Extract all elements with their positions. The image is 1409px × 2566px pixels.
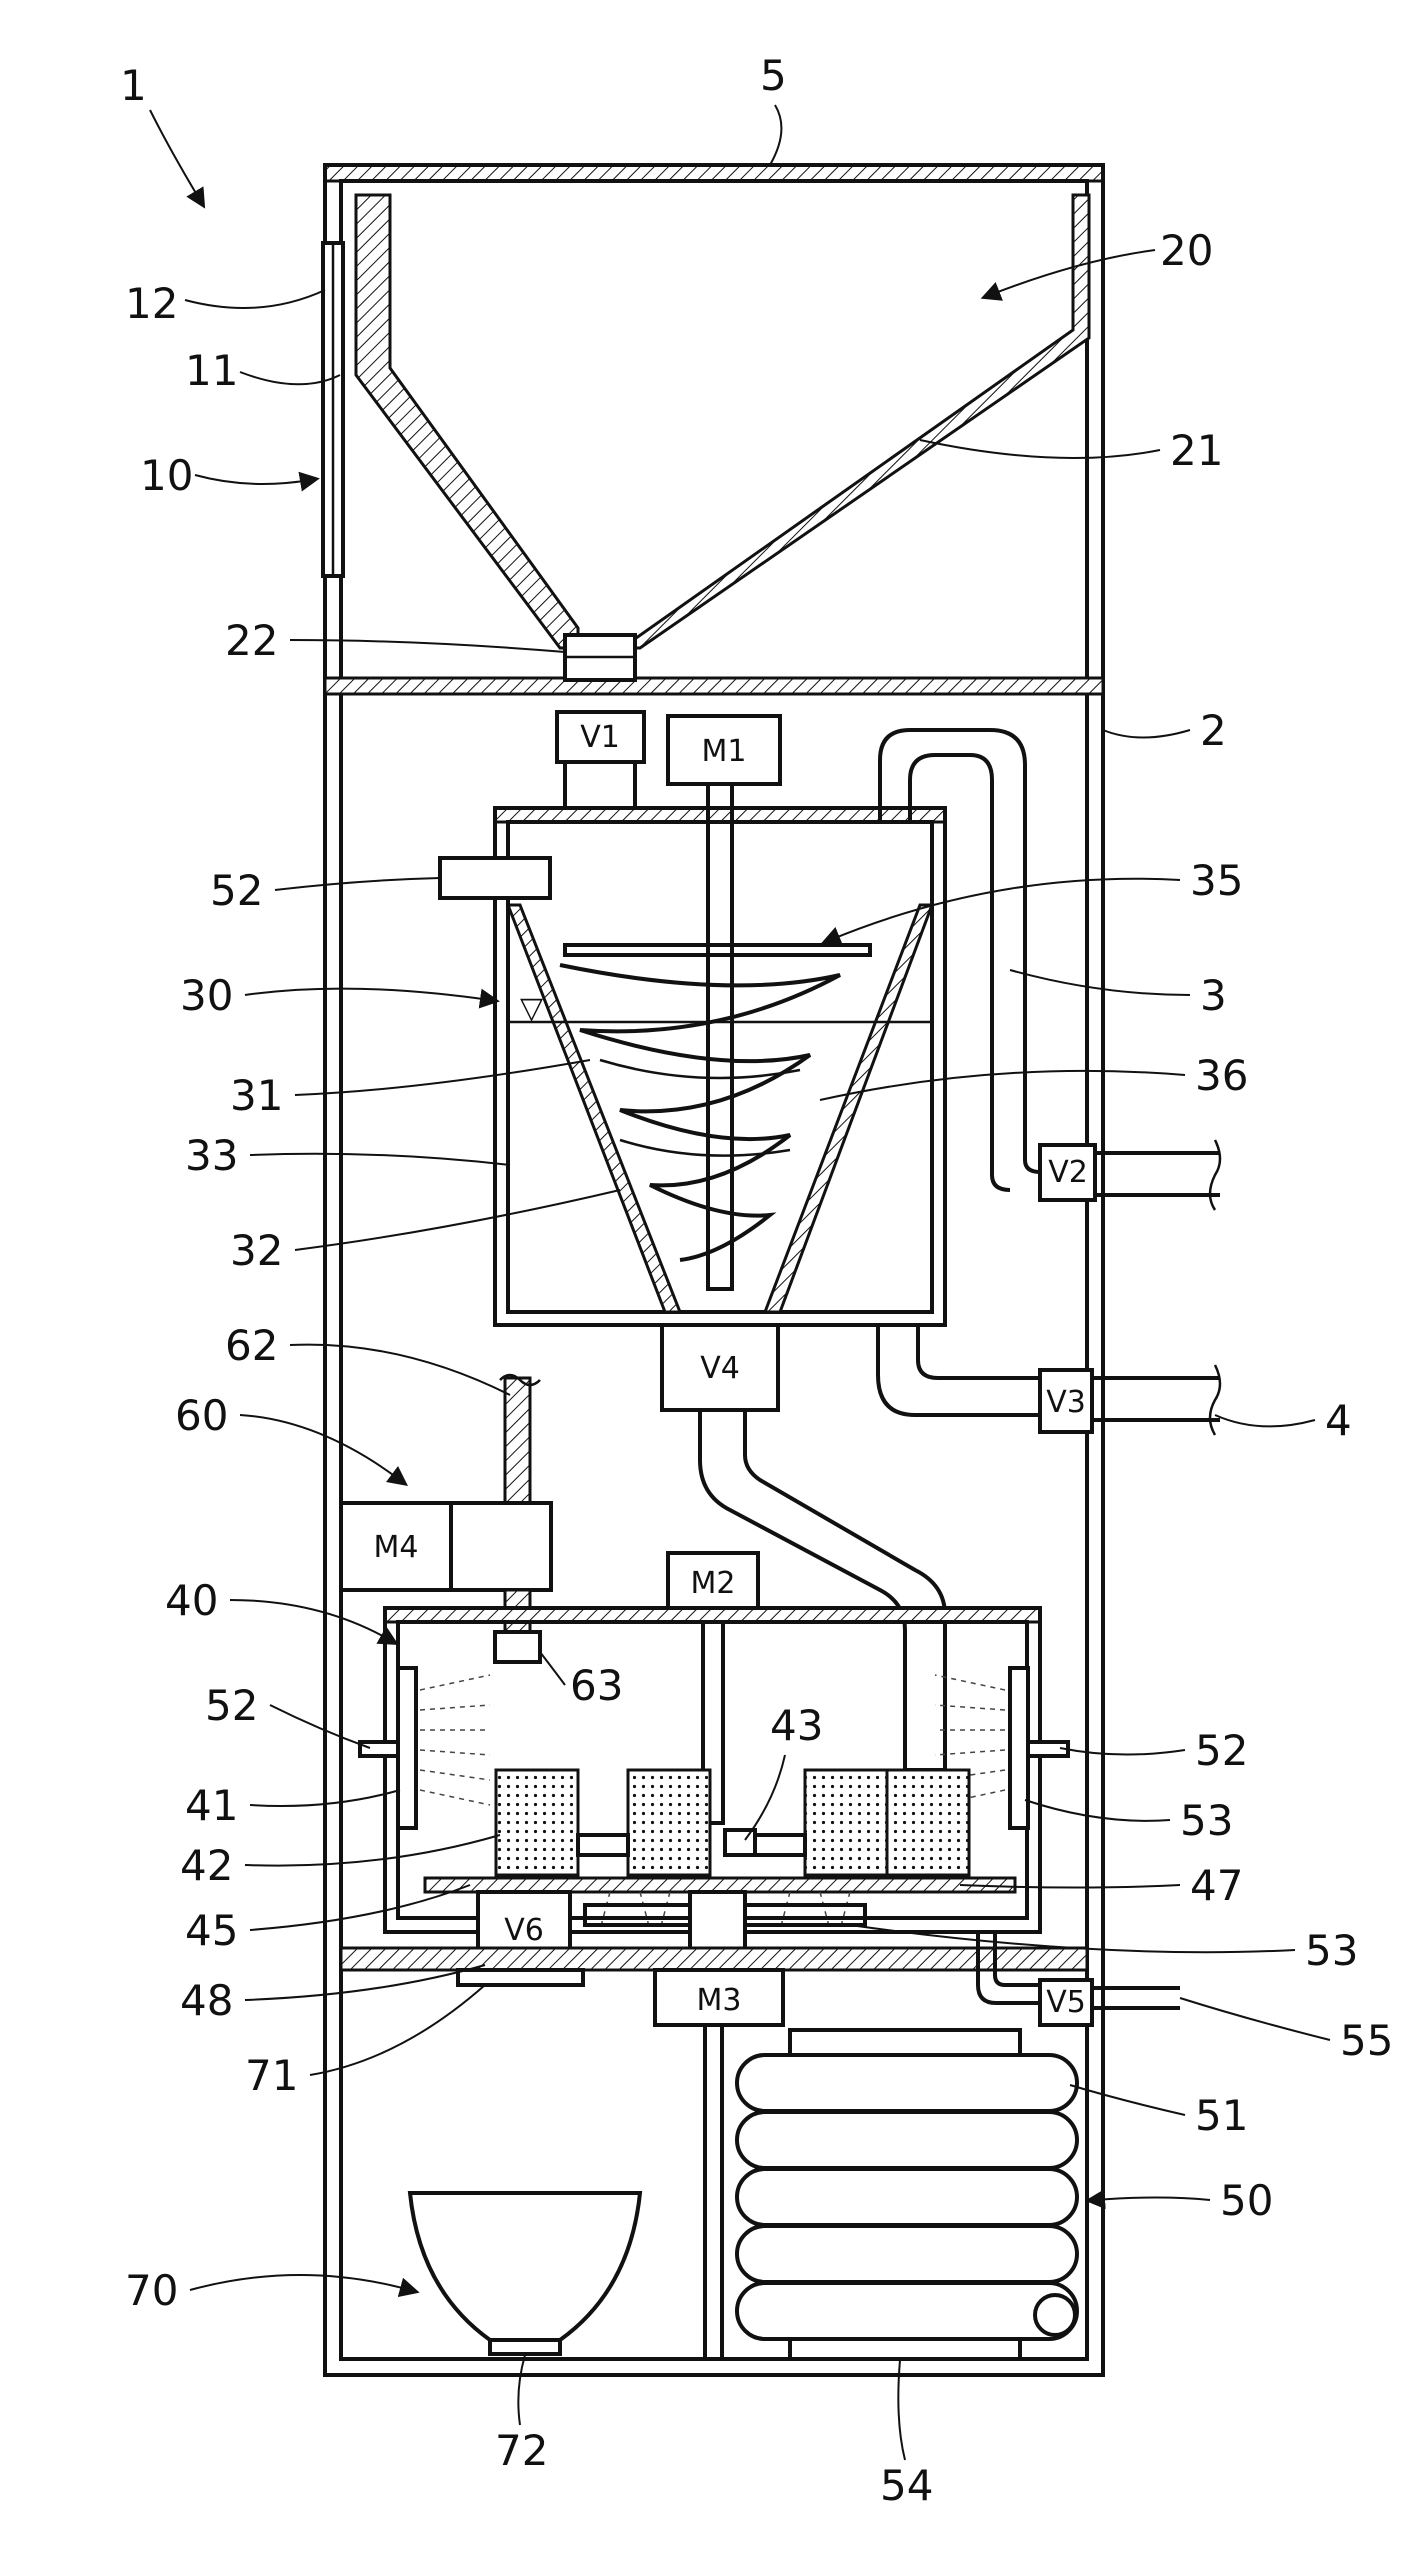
label-63: 63 [570, 1661, 623, 1710]
label-60: 60 [175, 1391, 228, 1440]
label-70: 70 [125, 2266, 178, 2315]
door-panel [321, 241, 345, 578]
label-51: 51 [1195, 2091, 1248, 2140]
label-35: 35 [1190, 856, 1243, 905]
pipe-3: V2 [878, 728, 1222, 1211]
valve-v1: V1 [555, 710, 646, 824]
label-2: 2 [1200, 706, 1227, 755]
valve-v3-text: V3 [1046, 1385, 1086, 1420]
grinding-unit: M4 [339, 1373, 553, 1664]
label-47: 47 [1190, 1861, 1243, 1910]
label-48: 48 [180, 1976, 233, 2025]
label-5: 5 [760, 51, 787, 100]
label-30: 30 [180, 971, 233, 1020]
cup [407, 2191, 643, 2356]
label-36: 36 [1195, 1051, 1248, 1100]
reference-labels: 1 5 12 11 10 20 21 22 2 52 35 30 3 31 36… [120, 51, 1393, 2510]
coil [735, 2053, 1079, 2341]
svg-text:▽: ▽ [520, 991, 543, 1026]
valve-v6-text: V6 [504, 1913, 544, 1948]
label-55: 55 [1340, 2016, 1393, 2065]
label-62: 62 [225, 1321, 278, 1370]
label-31: 31 [230, 1071, 283, 1120]
label-40: 40 [165, 1576, 218, 1625]
label-21: 21 [1170, 426, 1223, 475]
label-12: 12 [125, 279, 178, 328]
extraction-tank: ▽ [438, 782, 947, 1327]
label-20: 20 [1160, 226, 1213, 275]
label-32: 32 [230, 1226, 283, 1275]
label-52c: 52 [1195, 1726, 1248, 1775]
motor-m1-text: M1 [702, 734, 747, 769]
valve-v4-text: V4 [700, 1351, 740, 1386]
label-72: 72 [495, 2426, 548, 2475]
pipe-4: V3 [876, 1325, 1222, 1436]
valve-v5: V5 [976, 1930, 1180, 2027]
hopper [354, 193, 1091, 682]
label-43: 43 [770, 1701, 823, 1750]
base-plate: M3 [339, 1946, 1089, 2359]
label-3: 3 [1200, 971, 1227, 1020]
label-53b: 53 [1305, 1926, 1358, 1975]
housing [323, 163, 1105, 2377]
label-54: 54 [880, 2461, 933, 2510]
motor-m2-text: M2 [691, 1566, 736, 1601]
label-42: 42 [180, 1841, 233, 1890]
valve-v1-text: V1 [580, 720, 620, 755]
motor-m1: M1 [666, 714, 782, 786]
motor-m4-text: M4 [374, 1530, 419, 1565]
valve-v4: V4 [660, 1323, 947, 1772]
label-4: 4 [1325, 1396, 1352, 1445]
label-52a: 52 [210, 866, 263, 915]
motor-m3-text: M3 [697, 1983, 742, 2018]
label-10: 10 [140, 451, 193, 500]
label-50: 50 [1220, 2176, 1273, 2225]
label-22: 22 [225, 616, 278, 665]
label-71: 71 [245, 2051, 298, 2100]
spray-lines-left [419, 1674, 491, 1806]
valve-v2-text: V2 [1048, 1155, 1088, 1190]
valve-v5-text: V5 [1046, 1985, 1086, 2020]
label-52b: 52 [205, 1681, 258, 1730]
label-11: 11 [185, 346, 238, 395]
label-41: 41 [185, 1781, 238, 1830]
water-heater [735, 2028, 1079, 2361]
label-53a: 53 [1180, 1796, 1233, 1845]
label-45: 45 [185, 1906, 238, 1955]
label-33: 33 [185, 1131, 238, 1180]
washing-chamber: V6 [358, 1606, 1070, 1994]
label-1: 1 [120, 61, 147, 110]
spray-lines-right [934, 1674, 1006, 1806]
